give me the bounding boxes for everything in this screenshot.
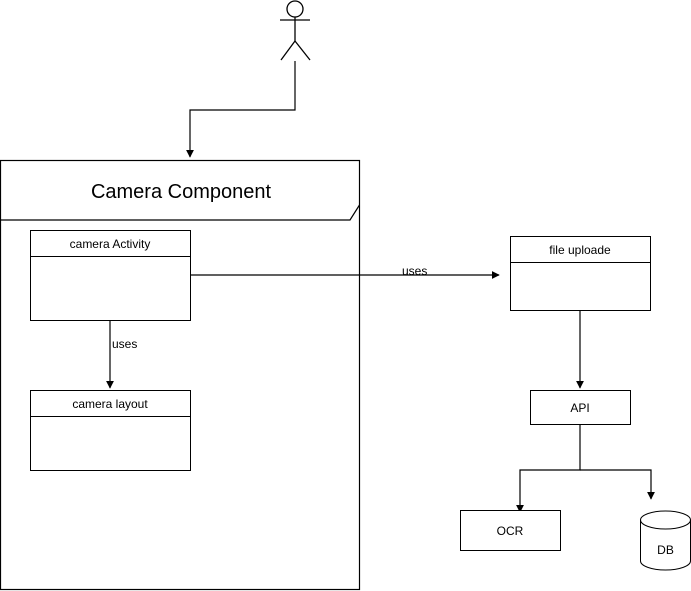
camera-activity-label: camera Activity: [70, 237, 151, 251]
actor-to-component-edge: [186, 61, 296, 158]
camera-component-container[interactable]: Camera Component: [0, 159, 361, 591]
camera-component-title: Camera Component: [91, 181, 272, 203]
camera-activity-box[interactable]: camera Activity: [30, 230, 191, 321]
ocr-label: OCR: [497, 524, 524, 538]
file-upload-box[interactable]: file uploade: [510, 236, 651, 311]
actor-icon[interactable]: [280, 0, 311, 61]
camera-layout-box[interactable]: camera layout: [30, 390, 191, 471]
api-to-db-edge: [580, 469, 655, 500]
db-cylinder-icon[interactable]: DB: [640, 510, 691, 571]
activity-to-upload-label: uses: [402, 264, 427, 278]
api-to-ocr-edge: [516, 425, 581, 513]
file-upload-label: file uploade: [549, 243, 611, 257]
api-label: API: [570, 401, 589, 415]
camera-layout-label: camera layout: [72, 397, 148, 411]
db-label: DB: [657, 543, 674, 557]
activity-to-layout-label: uses: [112, 337, 137, 351]
api-node[interactable]: API: [530, 390, 631, 425]
ocr-node[interactable]: OCR: [460, 510, 561, 551]
